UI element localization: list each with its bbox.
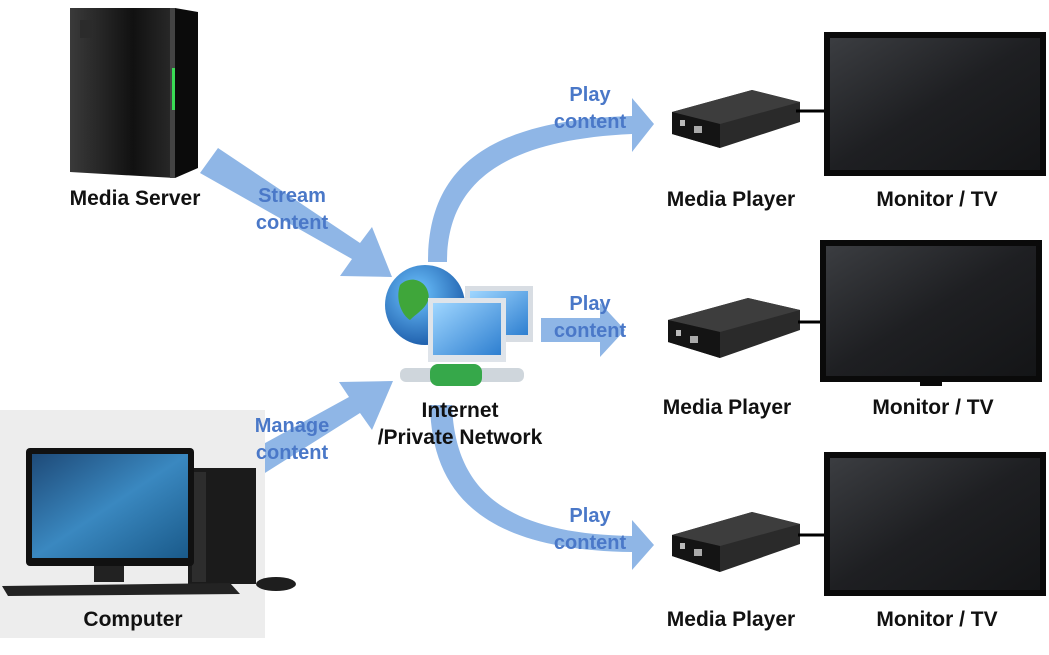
media-player-icon-1	[672, 90, 800, 148]
network-icon	[385, 265, 533, 386]
manage-content-label: Manage content	[232, 413, 352, 467]
media-player-icon-3	[672, 512, 800, 572]
media-player-label-1: Media Player	[666, 188, 796, 211]
stream-content-label: Stream content	[232, 183, 352, 237]
media-server-icon	[70, 8, 198, 178]
stream-arrow	[200, 148, 392, 277]
network-label-line2: /Private Network	[377, 426, 543, 449]
stream-label-line1: Stream	[258, 185, 326, 207]
media-player-label-3: Media Player	[666, 608, 796, 631]
play-label-3-line1: Play	[569, 505, 611, 527]
play-label-2-line2: content	[553, 320, 627, 342]
play-arrow-middle	[541, 303, 625, 357]
computer-icon	[0, 410, 296, 638]
play-arrow-bottom	[430, 405, 654, 570]
monitor-icon-2	[820, 240, 1042, 386]
stream-label-line2: content	[255, 212, 329, 234]
media-server-label: Media Server	[69, 187, 201, 210]
computer-label: Computer	[83, 608, 183, 631]
play-content-label-2: Play content	[530, 291, 650, 345]
play-arrow-top	[428, 98, 654, 262]
monitor-icon-1	[824, 32, 1046, 176]
play-content-label-3: Play content	[530, 503, 650, 557]
manage-label-line1: Manage	[254, 415, 330, 437]
monitor-label-2: Monitor / TV	[872, 396, 994, 419]
manage-label-line2: content	[255, 442, 329, 464]
media-player-icon-2	[668, 298, 800, 358]
play-label-3-line2: content	[553, 532, 627, 554]
network-label-line1: Internet	[421, 399, 499, 422]
play-label-2-line1: Play	[569, 293, 611, 315]
play-label-1-line2: content	[553, 111, 627, 133]
monitor-icon-3	[824, 452, 1046, 596]
play-label-1-line1: Play	[569, 84, 611, 106]
monitor-label-3: Monitor / TV	[876, 608, 998, 631]
media-player-label-2: Media Player	[662, 396, 792, 419]
network-label: Internet /Private Network	[360, 397, 560, 451]
play-content-label-1: Play content	[530, 82, 650, 136]
monitor-label-1: Monitor / TV	[876, 188, 998, 211]
